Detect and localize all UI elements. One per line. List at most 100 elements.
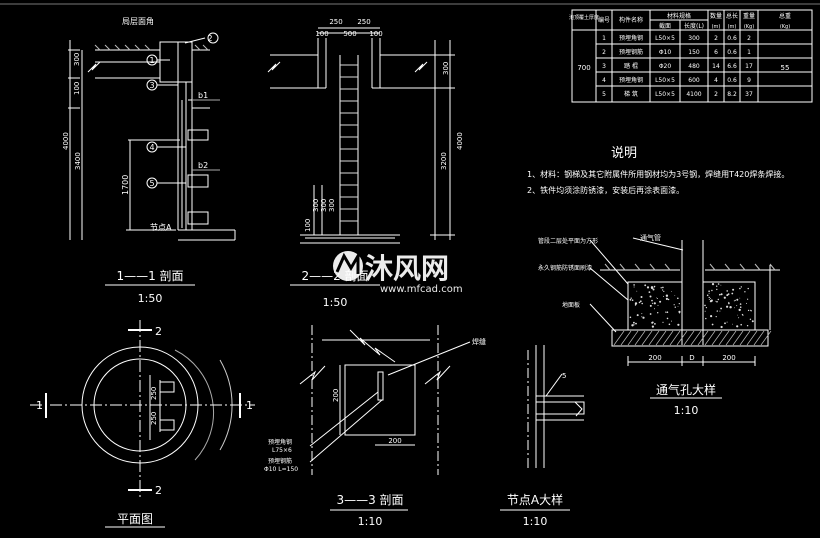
table-cell: 4 (602, 77, 606, 84)
speckle-dot (654, 308, 655, 310)
speckle-dot (710, 299, 713, 302)
dim-bottom-300c: 300 (328, 199, 336, 212)
speckle-dot (723, 296, 726, 299)
table-cell: 37 (745, 91, 753, 98)
dim-bottom-100: 100 (304, 219, 312, 232)
speckle-dot (631, 324, 634, 327)
table-cell: 1 (747, 49, 751, 56)
speckle-dot (651, 325, 655, 328)
speckle-dot (666, 311, 669, 314)
table-cell: 3 (602, 63, 606, 70)
speckle-dot (715, 300, 717, 302)
speckle-dot (726, 294, 729, 297)
hatch-line (697, 330, 709, 346)
speckle-dot (727, 293, 730, 295)
speckle-dot (726, 321, 728, 323)
speckle-dot (646, 286, 650, 289)
table-cell: 1 (602, 35, 606, 42)
table-cell: 9 (747, 77, 751, 84)
speckle-dot (677, 323, 680, 326)
hatch-line (753, 330, 765, 346)
table-cell: 6.6 (727, 63, 737, 70)
speckle-dot (657, 312, 659, 314)
label-top-angle: 局层面角 (122, 16, 154, 26)
node-a-tag: 5 (562, 372, 566, 380)
vent-dim-200b: 200 (722, 354, 735, 362)
section-2-2-scale: 1:50 (323, 296, 348, 309)
speckle-dot (736, 325, 739, 328)
speckle-dot (663, 290, 665, 292)
hatch-line (620, 330, 632, 346)
plan-cut-1-left: 1 (36, 399, 43, 412)
th-qty: 数量 (710, 12, 722, 20)
dim-right-4000: 4000 (456, 132, 464, 150)
speckle-dot (678, 303, 680, 305)
vent-title: 通气孔大样 (656, 382, 716, 397)
speckle-dot (666, 317, 669, 320)
speckle-dot (736, 298, 739, 301)
watermark: 沐风网 www.mfcad.com (333, 250, 463, 295)
table-cell: 2 (714, 35, 718, 42)
th-total-len-unit: (m) (728, 24, 737, 30)
section-1-1-title: 1——1 剖面 (116, 269, 183, 283)
vent-label-2: 永久钢筋防锈面刷漆 (538, 264, 592, 272)
plan-view (30, 320, 255, 528)
speckle-dot (649, 295, 652, 298)
speckle-dot (732, 288, 735, 291)
table-cell: 0.6 (727, 35, 737, 42)
hatch-line (676, 330, 688, 346)
speckle-dot (660, 287, 662, 289)
speckle-dot (650, 286, 654, 289)
marker-1: 1 (149, 56, 154, 65)
table-cell: 梯 筑 (624, 90, 638, 98)
note-line-2: 2、铁件均须涂防锈漆，安装后再涂表面漆。 (527, 185, 684, 195)
th-weight-unit: (Kg) (744, 24, 754, 30)
speckle-dot (631, 299, 634, 302)
speckle-dot (648, 291, 651, 293)
dim-top-500: 500 (343, 30, 356, 38)
hatch-line (662, 330, 674, 346)
speckle-dot (747, 298, 749, 300)
speckle-dot (726, 290, 728, 292)
speckle-dot (733, 300, 735, 302)
speckle-dot (678, 310, 681, 313)
speckle-dot (720, 293, 723, 296)
speckle-dot (746, 302, 747, 304)
table-cell: 预埋钢筋 (619, 48, 643, 56)
speckle-dot (728, 302, 730, 305)
table-cell: Φ10 (659, 49, 672, 56)
speckle-dot (633, 324, 635, 326)
section-3-3-scale: 1:10 (358, 515, 383, 528)
speckle-dot (641, 313, 643, 315)
hatch-line (746, 330, 758, 346)
speckle-dot (747, 287, 749, 290)
table-cell: 480 (688, 63, 700, 70)
speckle-dot (652, 288, 655, 291)
hatch-line (732, 330, 744, 346)
speckle-dot (739, 287, 741, 290)
table-cell: Φ20 (659, 63, 672, 70)
s33-dim-200v: 200 (332, 389, 340, 402)
table-cell: 17 (745, 63, 753, 70)
table-cell: 2 (602, 49, 606, 56)
watermark-logo-icon (333, 250, 363, 281)
s33-label-weld: 焊缝 (472, 337, 486, 346)
plan-cut-1-right: 1 (246, 399, 253, 412)
speckle-dot (667, 298, 670, 301)
speckle-dot (636, 290, 638, 292)
speckle-dot (734, 307, 735, 309)
th-qty-unit: (m) (712, 24, 721, 30)
speckle-dot (629, 298, 632, 301)
hatch-line (711, 330, 723, 346)
speckle-dot (716, 310, 718, 312)
dim-bottom-300b: 300 (320, 199, 328, 212)
hatch-line (690, 330, 702, 346)
speckle-dot (711, 283, 715, 286)
hatch-line (739, 330, 751, 346)
table-total-55: 55 (781, 64, 790, 72)
section-3-3-title: 3——3 剖面 (336, 493, 403, 507)
node-a-title: 节点A大样 (507, 492, 563, 507)
th-weight: 重量 (743, 12, 755, 20)
dim-top-100b: 100 (369, 30, 382, 38)
speckle-dot (744, 291, 746, 293)
